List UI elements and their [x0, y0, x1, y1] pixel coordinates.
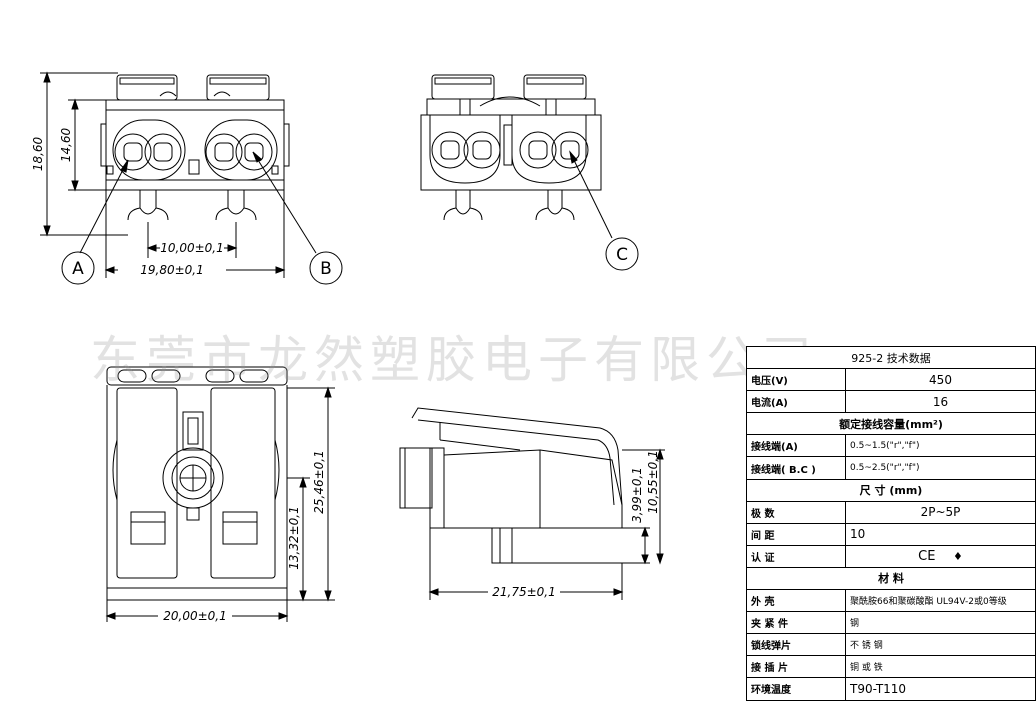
- temp-label: 环境温度: [746, 677, 846, 701]
- callout-b: B: [320, 259, 332, 279]
- callout-b-circle: [309, 251, 343, 285]
- spec-row: 接线端(A)0.5~1.5("r","f"): [746, 434, 1036, 458]
- contact-value: 铜 或 铁: [845, 655, 1036, 679]
- spec-header-row: 额定接线容量(mm²): [746, 412, 1036, 436]
- dim-depth: 21,75±0,1: [492, 585, 556, 599]
- poles-label: 极 数: [746, 500, 846, 524]
- spring-value: 不 锈 钢: [845, 633, 1036, 657]
- callout-a-circle: [61, 251, 95, 285]
- spec-row: 外 壳聚酰胺66和聚碳酸酯 UL94V-2或0等级: [746, 589, 1036, 613]
- poles-value: 2P~5P: [845, 500, 1036, 524]
- spec-header-row: 材 料: [746, 566, 1036, 591]
- current-label: 电流(A): [746, 390, 846, 414]
- dim-body-height: 14,60: [59, 127, 73, 162]
- spec-row: 接线端( B.C )0.5~2.5("r","f"): [746, 456, 1036, 480]
- front-view: [79, 74, 317, 254]
- callout-a: A: [72, 259, 84, 279]
- housing-value: 聚酰胺66和聚碳酸酯 UL94V-2或0等级: [845, 589, 1036, 613]
- dim-front-width: 19,80±0,1: [140, 263, 204, 277]
- dim-side-height: 25,46±0,1: [312, 450, 326, 514]
- cert-label: 认 证: [746, 544, 846, 568]
- pitch-value: 10: [845, 522, 1036, 546]
- clamp-value: 钢: [845, 611, 1036, 635]
- terminal-a-label: 接线端(A): [746, 434, 846, 458]
- spec-row: 认 证 CE ♦: [746, 544, 1036, 568]
- side-view: [399, 407, 665, 600]
- spec-row: 锁线弹片不 锈 钢: [746, 633, 1036, 657]
- callout-c-circle: [605, 237, 639, 271]
- pitch-label: 间 距: [746, 522, 846, 546]
- current-value: 16: [845, 390, 1036, 414]
- terminal-bc-value: 0.5~2.5("r","f"): [845, 456, 1036, 480]
- material-header: 材 料: [746, 566, 1036, 591]
- dim-pitch: 10,00±0,1: [160, 241, 224, 255]
- front-view-dimensions: [40, 71, 286, 278]
- bottom-view: [105, 366, 335, 622]
- spec-header-row: 尺 寸 (mm): [746, 478, 1036, 502]
- contact-label: 接 插 片: [746, 655, 846, 679]
- callout-c: C: [616, 245, 628, 265]
- capacity-header: 额定接线容量(mm²): [746, 412, 1036, 436]
- rear-view: [420, 74, 613, 239]
- voltage-value: 450: [845, 368, 1036, 392]
- terminal-a-value: 0.5~1.5("r","f"): [845, 434, 1036, 458]
- spring-label: 锁线弹片: [746, 633, 846, 657]
- temp-value: T90-T110: [845, 677, 1036, 701]
- housing-label: 外 壳: [746, 589, 846, 613]
- dim-bottom-width: 20,00±0,1: [163, 609, 227, 623]
- spec-row: 电流(A)16: [746, 390, 1036, 414]
- dim-small-height: 3,99±0,1: [630, 467, 644, 523]
- cert-logo-icon: ♦: [952, 549, 963, 563]
- spec-row: 接 插 片铜 或 铁: [746, 655, 1036, 679]
- spec-title: 925-2 技术数据: [746, 345, 1036, 370]
- ce-mark-icon: CE: [918, 548, 936, 564]
- clamp-label: 夹 紧 件: [746, 611, 846, 635]
- voltage-label: 电压(V): [746, 368, 846, 392]
- spec-row: 电压(V)450: [746, 368, 1036, 392]
- dim-mid-height: 10,55±0,1: [646, 450, 660, 514]
- size-header: 尺 寸 (mm): [746, 478, 1036, 502]
- spec-title-row: 925-2 技术数据: [746, 345, 1036, 370]
- terminal-bc-label: 接线端( B.C ): [746, 456, 846, 480]
- dim-lower-height: 13,32±0,1: [287, 506, 301, 570]
- spec-table: 925-2 技术数据 电压(V)450 电流(A)16 额定接线容量(mm²) …: [746, 345, 1036, 701]
- spec-row: 夹 紧 件钢: [746, 611, 1036, 635]
- dim-total-height: 18,60: [31, 136, 45, 171]
